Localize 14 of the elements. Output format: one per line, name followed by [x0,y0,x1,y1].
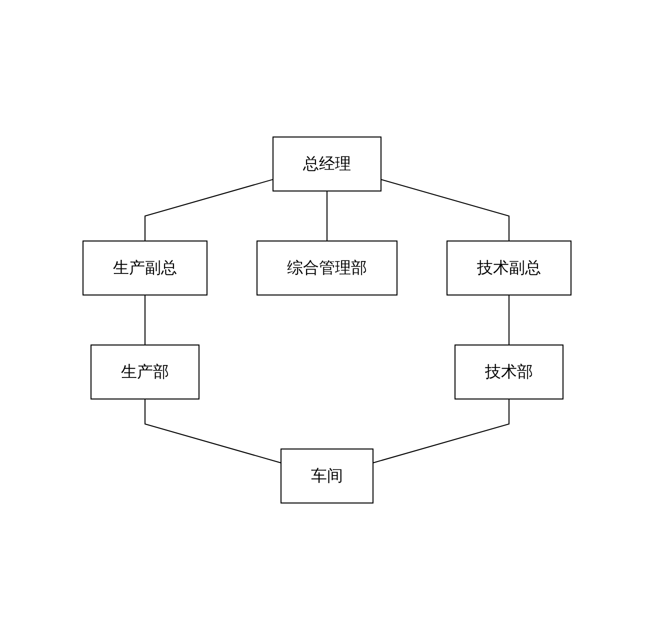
connector [372,398,509,463]
connector [326,190,327,241]
connector [380,178,509,241]
connector [144,294,145,345]
node-box: 生产副总 [82,240,207,295]
node-box: 生产部 [90,344,199,399]
node-box: 技术部 [454,344,563,399]
node-box: 总经理 [272,136,381,191]
connector [144,178,273,241]
connector [144,398,281,463]
connector [508,294,509,345]
node-box: 综合管理部 [256,240,397,295]
node-box: 技术副总 [446,240,571,295]
node-box: 车间 [280,448,373,503]
